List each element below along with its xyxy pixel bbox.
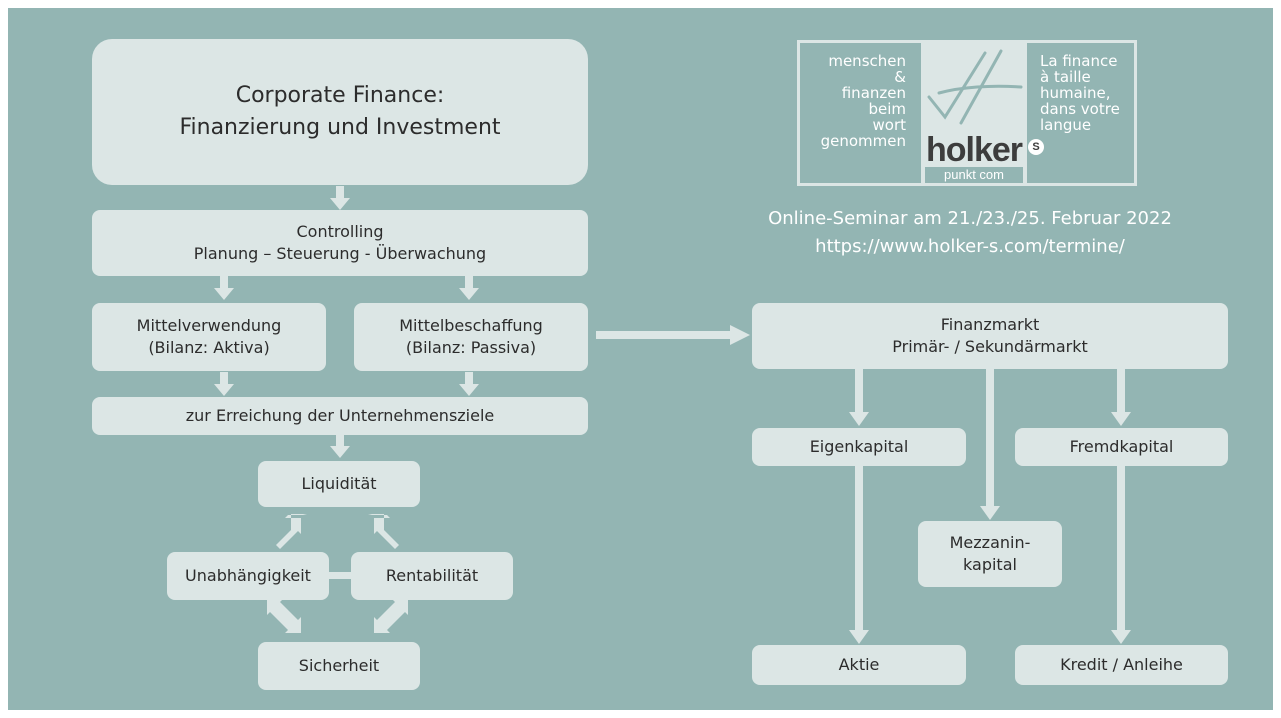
finanzmarkt-label: Finanzmarkt: [940, 315, 1040, 334]
sicherheit-label: Sicherheit: [298, 656, 380, 675]
controlling-sub: Planung – Steuerung - Überwachung: [193, 244, 487, 263]
logo-de-line: wort: [872, 116, 907, 134]
mittelbeschaffung-label: Mittelbeschaffung: [399, 316, 543, 335]
logo-subtext: punkt com: [925, 167, 1023, 183]
logo-fr-line: dans votre: [1040, 100, 1120, 118]
mezzanin-sub: kapital: [963, 555, 1017, 574]
fremdkapital-label: Fremdkapital: [1069, 437, 1174, 456]
kredit-box: Kredit / Anleihe: [1015, 645, 1228, 685]
logo-fr-line: à taille: [1040, 68, 1091, 86]
mittelbeschaffung-box: Mittelbeschaffung (Bilanz: Passiva): [354, 303, 588, 371]
seminar-link[interactable]: https://www.holker-s.com/termine/: [815, 236, 1125, 257]
eigenkapital-label: Eigenkapital: [809, 437, 909, 456]
logo-de-line: genommen: [820, 132, 906, 150]
arrow-controlling-verwendung: [214, 276, 234, 300]
logo-wordmark: holker: [925, 131, 1023, 169]
arrow-liquiditaet-unabhaengigkeit: [276, 514, 307, 549]
kredit-label: Kredit / Anleihe: [1060, 655, 1183, 674]
controlling-label: Controlling: [296, 222, 384, 241]
mezzanin-label: Mezzanin-: [949, 533, 1031, 552]
arrow-finanzmarkt-eigenkapital: [849, 368, 869, 426]
aktie-label: Aktie: [838, 655, 880, 674]
logo-de-line: &: [894, 68, 906, 86]
logo-fr-line: langue: [1040, 116, 1092, 134]
arrow-ziele-liquiditaet: [330, 434, 350, 458]
holker-logo: menschen & finanzen beim wort genommen h…: [797, 40, 1137, 186]
rentabilitaet-box: Rentabilität: [351, 552, 513, 600]
logo-center-panel: [921, 43, 1027, 183]
arrow-finanzmarkt-mezzanin: [980, 368, 1000, 520]
arrow-beschaffung-finanzmarkt: [596, 325, 750, 345]
arrow-finanzmarkt-fremdkapital: [1111, 368, 1131, 426]
liquiditaet-box: Liquidität: [258, 461, 420, 507]
mittelverwendung-label: Mittelverwendung: [136, 316, 282, 335]
logo-tagline-fr: La finance à taille humaine, dans votre …: [1040, 53, 1135, 133]
logo-s-badge-icon: S: [1028, 139, 1044, 155]
ziele-label: zur Erreichung der Unternehmensziele: [185, 406, 495, 425]
logo-fr-line: La finance: [1040, 52, 1118, 70]
arrow-beschaffung-ziele: [459, 372, 479, 396]
finanzmarkt-box: Finanzmarkt Primär- / Sekundärmarkt: [752, 303, 1228, 369]
logo-de-line: finanzen: [841, 84, 906, 102]
logo-h-checkmark-icon: [927, 49, 1023, 125]
title-line-1: Corporate Finance:: [235, 83, 445, 108]
seminar-date: Online-Seminar am 21./23./25. Februar 20…: [768, 208, 1172, 229]
mezzanin-box: Mezzanin- kapital: [918, 521, 1062, 587]
arrow-controlling-beschaffung: [459, 276, 479, 300]
arrow-eigenkapital-aktie: [849, 466, 869, 644]
arrow-verwendung-ziele: [214, 372, 234, 396]
arrow-rentabilitaet-sicherheit: [374, 599, 408, 633]
mittelverwendung-sub: (Bilanz: Aktiva): [148, 338, 270, 357]
rentabilitaet-label: Rentabilität: [385, 566, 479, 585]
title-box: Corporate Finance: Finanzierung und Inve…: [92, 39, 588, 185]
ziele-box: zur Erreichung der Unternehmensziele: [92, 397, 588, 435]
arrow-unabhaengigkeit-sicherheit: [267, 599, 301, 633]
liquiditaet-label: Liquidität: [301, 474, 377, 493]
arrow-title-controlling: [330, 186, 350, 210]
controlling-box: Controlling Planung – Steuerung - Überwa…: [92, 210, 588, 276]
finanzmarkt-sub: Primär- / Sekundärmarkt: [892, 337, 1088, 356]
aktie-box: Aktie: [752, 645, 966, 685]
arrow-liquiditaet-rentabilitaet: [368, 514, 399, 549]
logo-de-line: beim: [868, 100, 906, 118]
logo-fr-line: humaine,: [1040, 84, 1111, 102]
sicherheit-box: Sicherheit: [258, 642, 420, 690]
arrow-fremdkapital-kredit: [1111, 466, 1131, 644]
unabhaengigkeit-box: Unabhängigkeit: [167, 552, 329, 600]
logo-de-line: menschen: [828, 52, 906, 70]
eigenkapital-box: Eigenkapital: [752, 428, 966, 466]
logo-tagline-de: menschen & finanzen beim wort genommen: [808, 53, 906, 149]
mittelbeschaffung-sub: (Bilanz: Passiva): [405, 338, 537, 357]
mittelverwendung-box: Mittelverwendung (Bilanz: Aktiva): [92, 303, 326, 371]
fremdkapital-box: Fremdkapital: [1015, 428, 1228, 466]
connector-unabhaengigkeit-rentabilitaet: [329, 572, 353, 579]
title-line-2: Finanzierung und Investment: [179, 115, 501, 140]
unabhaengigkeit-label: Unabhängigkeit: [185, 566, 311, 585]
